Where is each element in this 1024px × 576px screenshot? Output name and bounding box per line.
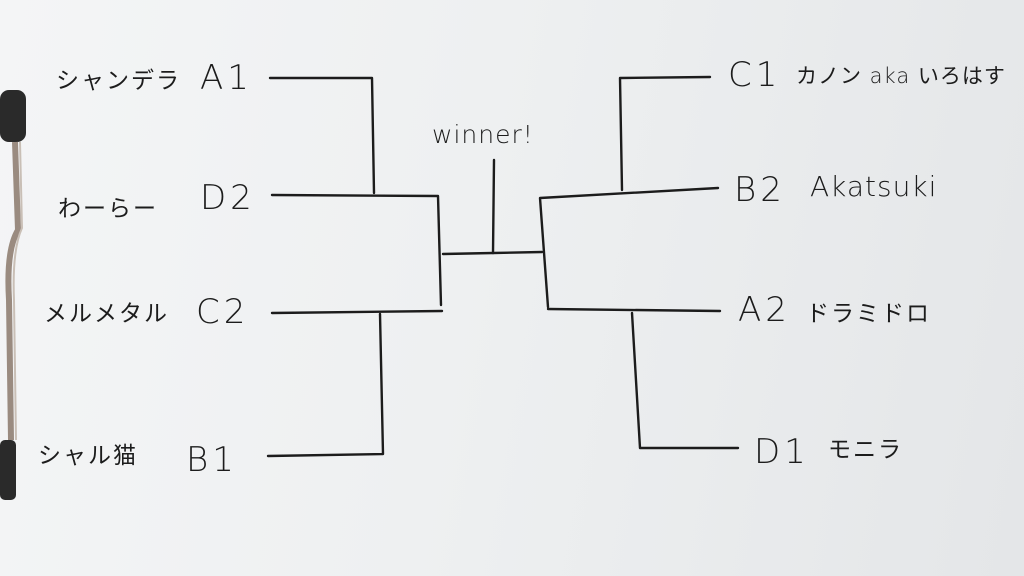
- right-player-name-2: Akatsuki: [810, 170, 938, 203]
- bracket-line-a2: [546, 307, 722, 313]
- bracket-line-d2: [270, 193, 443, 307]
- bracket-line-winner-stem: [491, 158, 496, 255]
- binder-clip-icon: [0, 90, 26, 500]
- bracket-line-a1: [268, 76, 376, 195]
- bracket-line-left-final: [441, 251, 495, 256]
- left-player-name-2: わーらー: [58, 196, 158, 222]
- right-player-name-1: カノン aka いろはす: [796, 64, 1006, 88]
- bracket-line-c2: [270, 309, 444, 315]
- left-seed-2: D2: [200, 178, 256, 218]
- right-seed-3: A2: [738, 290, 791, 330]
- bracket-line-right-final: [491, 250, 544, 255]
- right-player-name-4: モニラ: [828, 437, 903, 463]
- right-seed-2: B2: [734, 170, 786, 210]
- left-player-name-3: メルメタル: [44, 301, 169, 327]
- right-seed-4: D1: [754, 432, 810, 472]
- right-player-name-3: ドラミドロ: [806, 301, 931, 327]
- bracket-line-b1: [266, 312, 385, 458]
- left-seed-3: C2: [196, 292, 250, 332]
- bracket-line-c1: [618, 75, 712, 192]
- left-seed-4: B1: [186, 440, 238, 480]
- bracket-line-b2: [538, 186, 720, 309]
- left-player-name-4: シャル猫: [38, 443, 138, 469]
- left-seed-1: A1: [200, 58, 253, 98]
- bracket-line-d1: [630, 311, 740, 450]
- left-player-name-1: シャンデラ: [56, 68, 181, 94]
- winner-label: winner!: [432, 120, 534, 149]
- right-seed-1: C1: [728, 55, 782, 95]
